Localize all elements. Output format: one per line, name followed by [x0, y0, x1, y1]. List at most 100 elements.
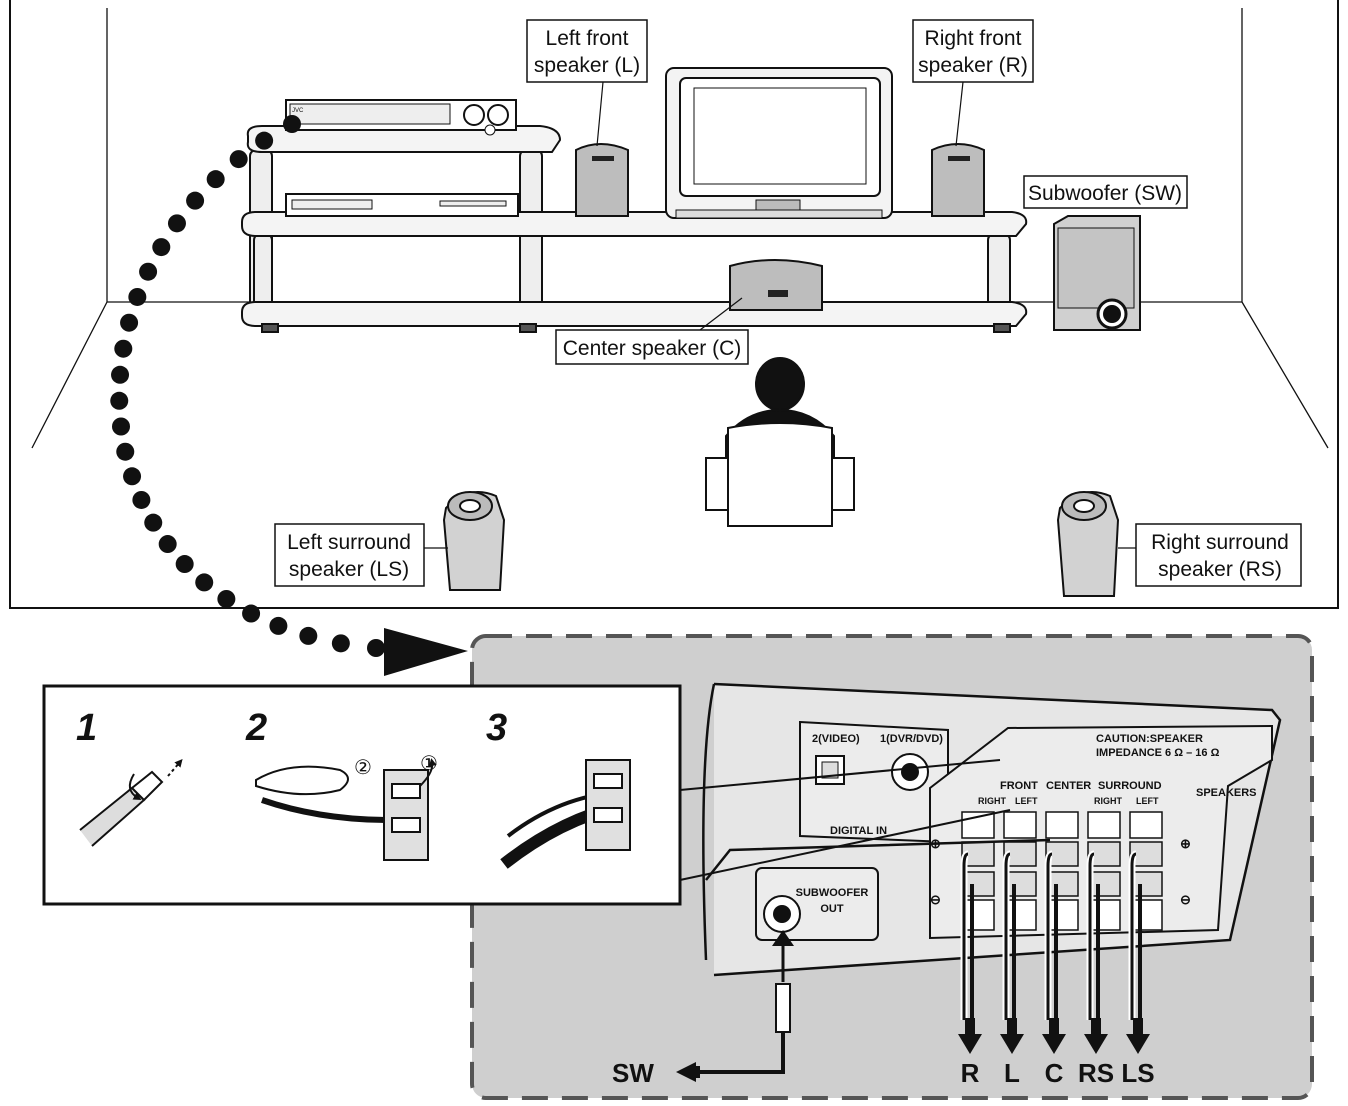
- room-scene: JVC: [9, 0, 1339, 609]
- optical-jack-video: [815, 755, 845, 785]
- output-arrow-shaft: [1007, 1018, 1017, 1036]
- step-1-number: 1: [76, 707, 97, 749]
- guide-dot: [186, 191, 205, 210]
- digital-in-label: DIGITAL IN: [830, 825, 887, 837]
- receiver-brand: JVC: [292, 108, 304, 114]
- right-front-label-line1: Right front: [925, 27, 1022, 50]
- guide-dot: [132, 490, 151, 509]
- left-surround-label: Left surround speaker (LS): [274, 523, 448, 587]
- left-surround-speaker: [442, 491, 506, 591]
- left-front-label-line2: speaker (L): [534, 54, 640, 77]
- guide-dot: [128, 287, 147, 306]
- left-surround-label-line1: Left surround: [287, 531, 411, 554]
- output-label-r: R: [961, 1058, 980, 1088]
- guide-dot: [112, 417, 130, 436]
- guide-dot: [167, 214, 186, 233]
- output-label-c: C: [1045, 1058, 1064, 1088]
- open-clip-illustration: ② ①: [255, 753, 438, 861]
- right-surround-label-line1: Right surround: [1151, 531, 1289, 554]
- left-front-label: Left front speaker (L): [526, 19, 648, 147]
- output-arrow-icon: [1042, 1034, 1066, 1054]
- video-input-label: 2(VIDEO): [812, 733, 860, 745]
- step-3-number: 3: [486, 707, 507, 749]
- output-arrow-icon: [1126, 1034, 1150, 1054]
- front-left-sublabel: LEFT: [1015, 796, 1038, 806]
- release-clip-illustration: [500, 759, 631, 869]
- speaker-wires: [958, 850, 1150, 1054]
- sw-output-label: SW: [612, 1058, 654, 1088]
- output-label-rs: RS: [1078, 1058, 1114, 1088]
- speaker-wire-positive: [1130, 852, 1137, 1020]
- guide-dot: [217, 589, 236, 608]
- front-group-label: FRONT: [1000, 780, 1038, 792]
- caution-line2: IMPEDANCE 6 Ω – 16 Ω: [1096, 747, 1220, 759]
- rear-panel-view: 2(VIDEO) 1(DVR/DVD) DIGITAL IN CAUTION:S…: [470, 634, 1314, 1100]
- speakers-label: SPEAKERS: [1196, 787, 1257, 799]
- right-front-label-line2: speaker (R): [918, 54, 1028, 77]
- guide-dot: [283, 115, 301, 133]
- output-label-l: L: [1004, 1058, 1020, 1088]
- front-right-sublabel: RIGHT: [978, 796, 1007, 806]
- speaker-wire-positive: [962, 852, 969, 1020]
- listener: [705, 357, 855, 527]
- output-arrow-icon: [958, 1034, 982, 1054]
- television: [665, 67, 893, 219]
- center-speaker: [729, 259, 823, 311]
- subwoofer-out-block: SUBWOOFER OUT SW: [612, 838, 1051, 1088]
- subwoofer-out-label-line2: OUT: [820, 903, 844, 915]
- guide-dot: [110, 391, 129, 410]
- plus-symbol-right: ⊕: [1180, 836, 1191, 851]
- step-2-number: 2: [245, 707, 267, 749]
- terminal-top: [1129, 811, 1163, 839]
- output-arrow-shaft: [1091, 1018, 1101, 1036]
- center-label-text: Center speaker (C): [563, 337, 742, 360]
- output-label-ls: LS: [1121, 1058, 1154, 1088]
- subwoofer: [1053, 215, 1141, 331]
- left-front-label-line1: Left front: [546, 27, 629, 50]
- center-group-label: CENTER: [1046, 780, 1091, 792]
- guide-dot: [206, 170, 225, 189]
- right-front-speaker: [931, 143, 985, 217]
- right-surround-label: Right surround speaker (RS): [1118, 523, 1302, 587]
- right-surround-speaker: [1056, 491, 1120, 597]
- terminal-top: [1045, 811, 1079, 839]
- guide-dot: [175, 555, 194, 574]
- guide-dot: [242, 604, 261, 623]
- caution-line1: CAUTION:SPEAKER: [1096, 733, 1203, 745]
- guide-dot: [114, 339, 133, 358]
- left-surround-label-line2: speaker (LS): [289, 558, 409, 581]
- speaker-wire-positive: [1046, 852, 1053, 1020]
- subwoofer-label-text: Subwoofer (SW): [1028, 182, 1182, 205]
- rca-plug: [775, 983, 791, 1033]
- minus-symbol-right: ⊖: [1180, 892, 1191, 907]
- guide-dot: [158, 535, 177, 554]
- guide-dot: [144, 513, 163, 532]
- guide-dot: [269, 616, 288, 635]
- guide-dot: [120, 313, 139, 332]
- right-surround-label-line2: speaker (RS): [1158, 558, 1282, 581]
- surround-group-label: SURROUND: [1098, 780, 1162, 792]
- dvr-input-label: 1(DVR/DVD): [880, 733, 943, 745]
- surround-left-sublabel: LEFT: [1136, 796, 1159, 806]
- subwoofer-out-label-line1: SUBWOOFER: [796, 887, 869, 899]
- twist-wire-illustration: [79, 758, 183, 847]
- guide-dot: [255, 131, 274, 150]
- substep-2-mark: ②: [354, 757, 372, 779]
- guide-dot: [367, 639, 385, 657]
- speaker-wire-positive: [1004, 852, 1011, 1020]
- output-arrow-icon: [1000, 1034, 1024, 1054]
- terminal-top: [1003, 811, 1037, 839]
- wiring-steps-inset: 1 2 3 ② ①: [42, 684, 1011, 906]
- output-arrow-shaft: [1049, 1018, 1059, 1036]
- output-arrow-shaft: [1133, 1018, 1143, 1036]
- terminal-top: [961, 811, 995, 839]
- room-frame: [9, 0, 1339, 609]
- output-arrow-shaft: [965, 1018, 975, 1036]
- dotted-guide-arc: [110, 115, 385, 657]
- subwoofer-label: Subwoofer (SW): [1023, 175, 1188, 209]
- surround-right-sublabel: RIGHT: [1094, 796, 1123, 806]
- substep-1-mark: ①: [420, 753, 438, 775]
- guide-arrowhead-icon: [384, 628, 468, 676]
